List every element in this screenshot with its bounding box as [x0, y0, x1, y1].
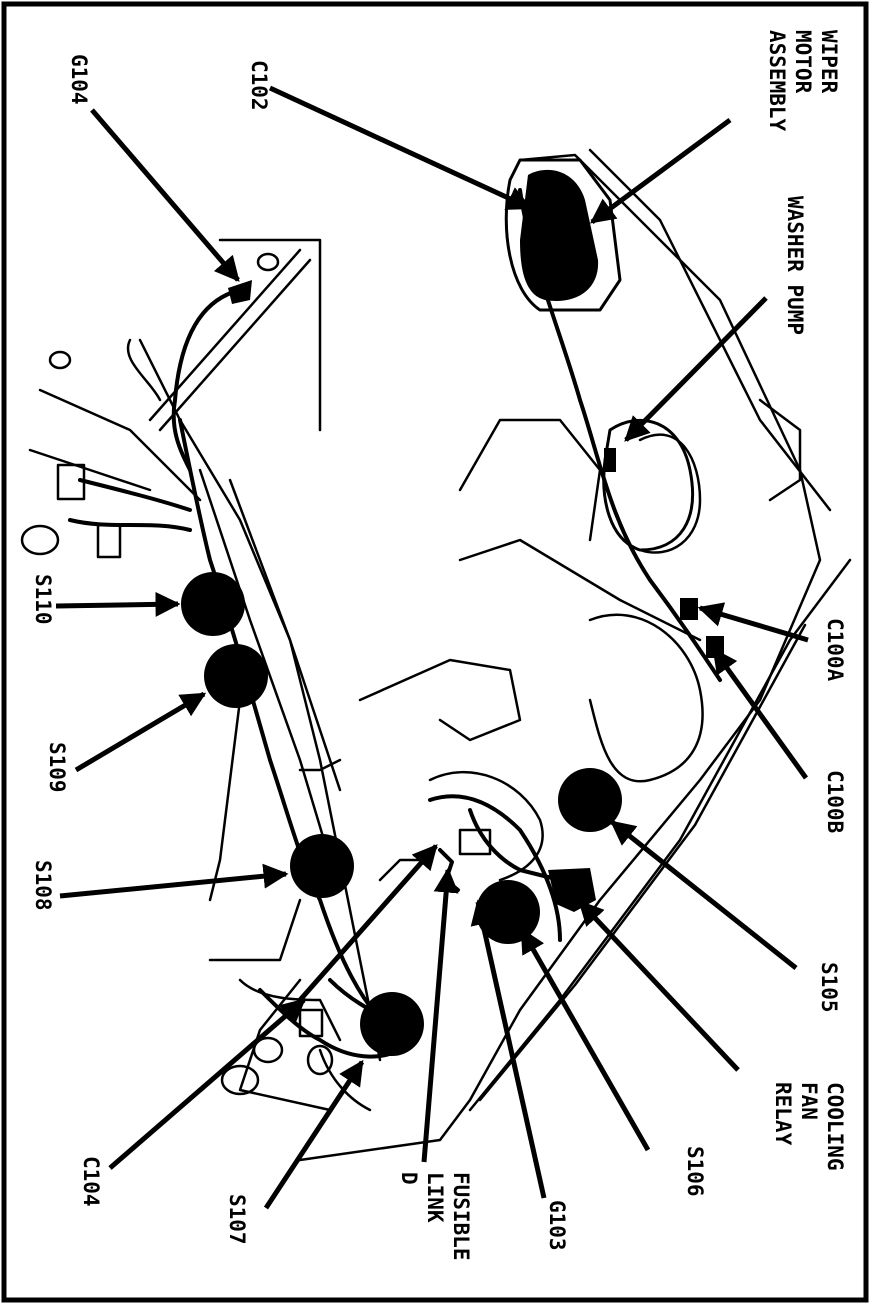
s105-spot	[558, 768, 622, 832]
label-s109: S109	[45, 742, 69, 793]
washer-pump-shape	[602, 418, 695, 552]
label-g103: G103	[545, 1200, 569, 1251]
arrow-c100b	[711, 647, 809, 780]
label-washer-pump: WASHER PUMP	[783, 196, 807, 336]
label-s108: S108	[31, 860, 55, 911]
label-c104: C104	[79, 1156, 103, 1207]
frame-border	[1, 1, 869, 1303]
label-wiper-motor-assembly: WIPER MOTOR ASSEMBLY	[765, 30, 841, 132]
s109-spot	[204, 644, 268, 708]
label-c100b: C100B	[823, 770, 847, 834]
arrow-s109	[74, 691, 207, 773]
arrow-g103	[470, 899, 547, 1199]
arrow-c104	[108, 998, 306, 1170]
arrow-s108	[59, 863, 289, 899]
label-fusible-link: FUSIBLE LINK D	[397, 1172, 473, 1261]
arrow-s110	[55, 591, 181, 617]
arrow-washer-pump	[624, 296, 768, 442]
connectors	[20, 252, 492, 1096]
label-cooling-fan-relay: COOLING FAN RELAY	[771, 1082, 847, 1171]
arrow-s106	[519, 927, 651, 1152]
arrow-cooling-fan-relay	[578, 900, 740, 1072]
wiper-motor-shape	[520, 169, 599, 301]
label-s110: S110	[31, 574, 55, 625]
label-s105: S105	[817, 962, 841, 1013]
s110-spot	[181, 572, 245, 636]
arrow-c100a	[697, 602, 809, 643]
label-c100a: C100A	[823, 618, 847, 682]
label-s107: S107	[225, 1194, 249, 1245]
arrow-g104	[90, 108, 240, 282]
leader-arrows	[55, 85, 809, 1210]
wiring-harness	[68, 188, 722, 1059]
arrow-fusible-link	[421, 867, 459, 1163]
g104-ground	[228, 280, 252, 304]
label-s106: S106	[683, 1146, 707, 1197]
washer-pump-connector	[604, 448, 616, 472]
s108-spot	[290, 834, 354, 898]
arrow-s105	[610, 820, 798, 970]
splice-spots	[181, 572, 622, 1056]
arrow-s107	[263, 1059, 365, 1210]
c100a-connector	[680, 598, 698, 620]
arrow-wiper-motor	[589, 117, 732, 225]
label-c102: C102	[247, 60, 271, 111]
body-outline	[28, 148, 852, 1162]
s107-spot	[360, 992, 424, 1056]
label-g104: G104	[67, 54, 91, 105]
arrow-c102	[268, 85, 533, 211]
arrow-fusible-link-2	[298, 844, 438, 1002]
